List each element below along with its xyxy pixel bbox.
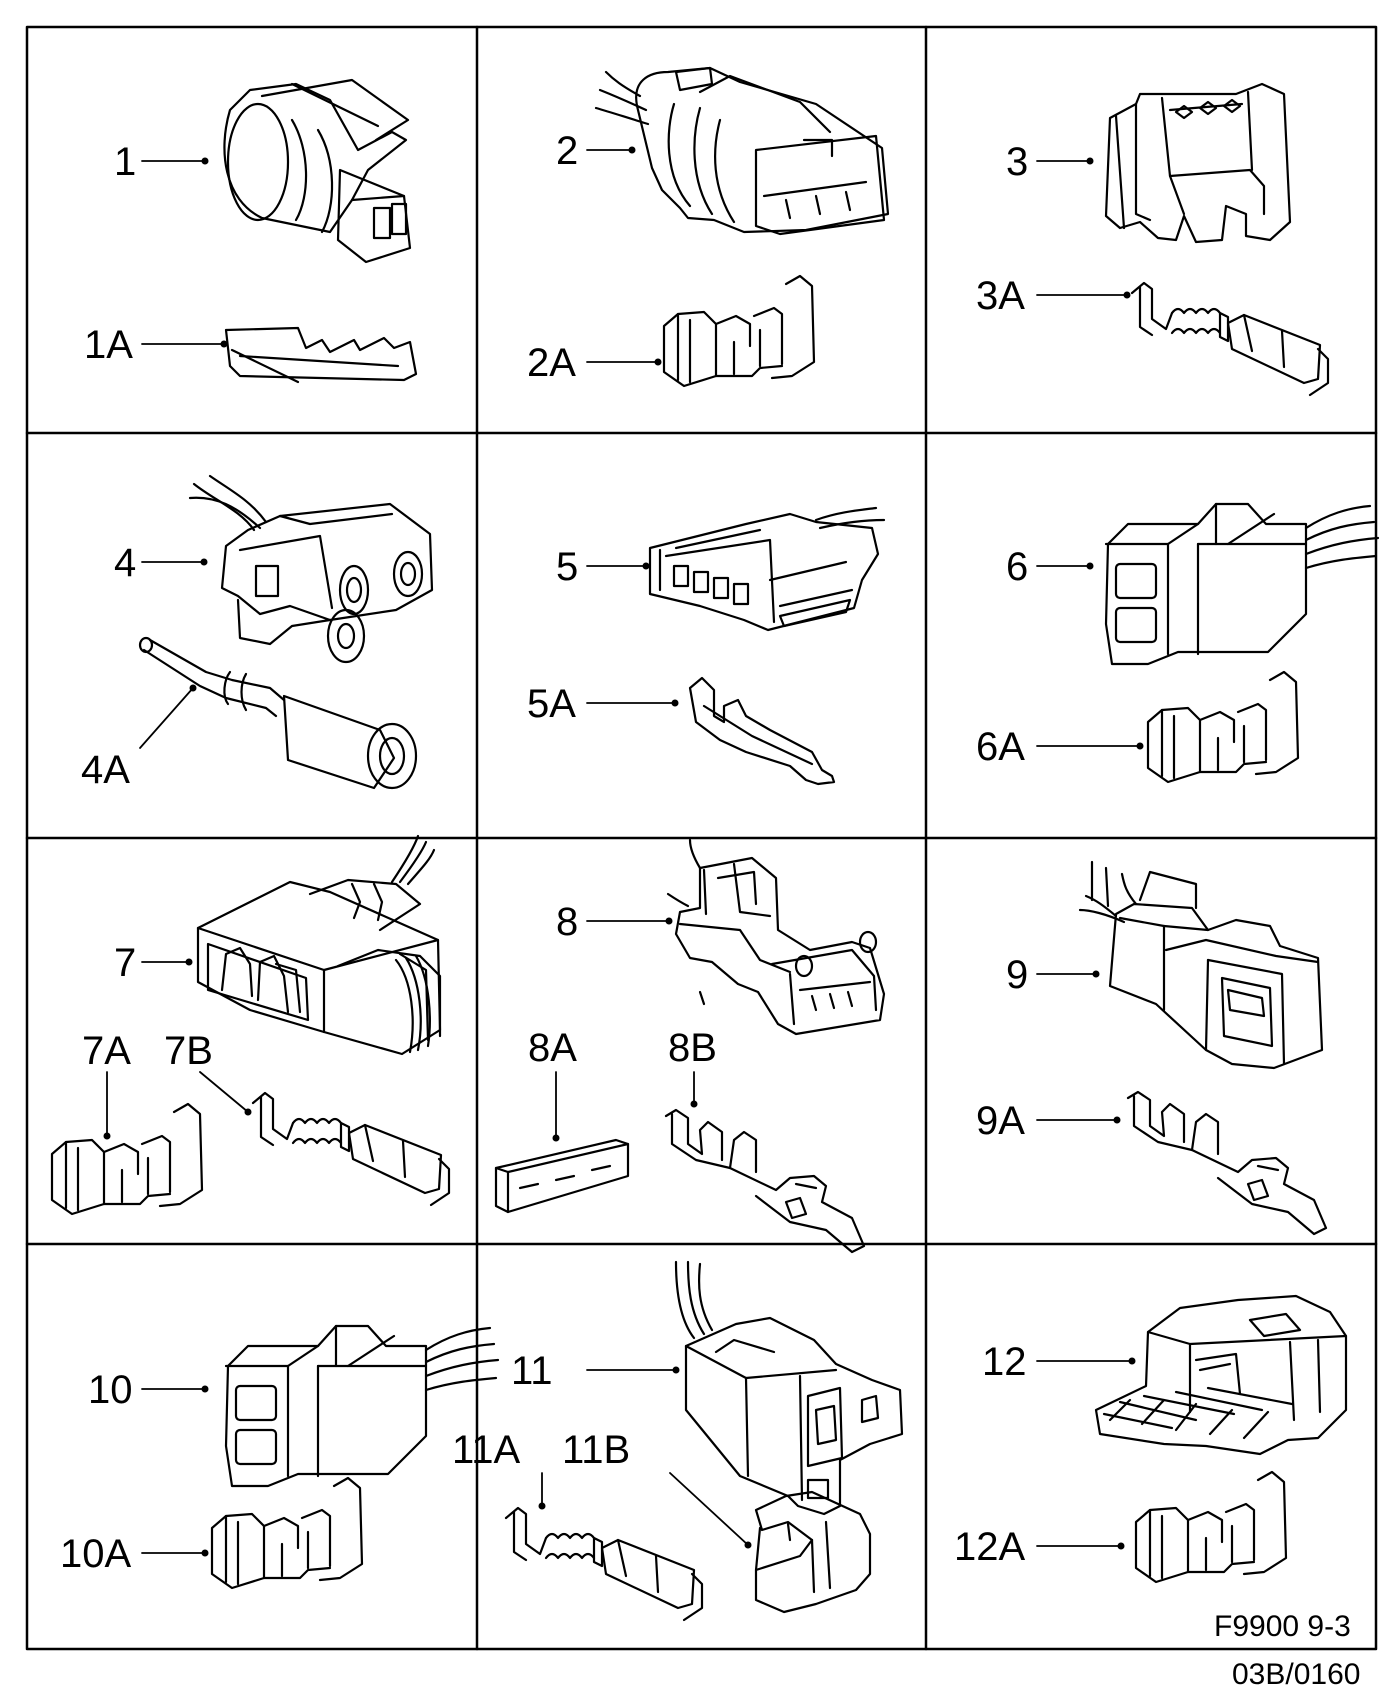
label-12a: 12A (954, 1525, 1026, 1569)
crimp-terminal-icon (662, 274, 816, 388)
pin-terminal-icon (138, 636, 418, 790)
label-5: 5 (556, 545, 579, 589)
label-7b: 7B (164, 1029, 213, 1073)
label-8b: 8B (668, 1026, 717, 1070)
label-10a: 10A (60, 1532, 132, 1576)
flanged-connector-icon (674, 1260, 904, 1516)
blade-terminal-icon (688, 676, 836, 786)
crimp-terminal-icon (1146, 670, 1300, 784)
label-1: 1 (114, 140, 137, 184)
screw-connector-icon (188, 474, 434, 664)
spring-terminal-icon (251, 1091, 451, 1207)
label-8: 8 (556, 900, 579, 944)
latched-connector-icon (196, 834, 442, 1056)
leader-dots (103, 146, 1144, 1557)
label-9: 9 (1006, 953, 1029, 997)
blade-terminal-icon (1126, 1090, 1328, 1236)
flat-terminal-icon (224, 326, 418, 384)
leader-lines (106, 149, 1141, 1554)
connector-housing-icon (1104, 82, 1292, 244)
round-connector-housing-icon (223, 78, 412, 264)
label-4: 4 (114, 541, 137, 585)
blade-terminal-icon (664, 1108, 866, 1254)
inline-connector-icon (666, 838, 886, 1036)
multi-pin-connector-icon (594, 66, 890, 236)
label-10: 10 (88, 1368, 133, 1412)
label-11a: 11A (452, 1428, 521, 1472)
crimp-terminal-icon (210, 1476, 364, 1590)
spring-terminal-icon (504, 1506, 704, 1622)
two-way-connector-icon (1104, 502, 1380, 666)
label-6a: 6A (976, 725, 1025, 769)
label-3a: 3A (976, 274, 1025, 318)
label-4a: 4A (81, 748, 130, 792)
label-3: 3 (1006, 140, 1029, 184)
label-11: 11 (511, 1349, 553, 1393)
crimp-terminal-icon (50, 1102, 204, 1216)
sheet-ref: 03B/0160 (1232, 1658, 1361, 1691)
crimp-terminal-icon (1134, 1470, 1288, 1584)
label-1a: 1A (84, 323, 133, 367)
grid-frame (25, 25, 1378, 1651)
label-12: 12 (982, 1340, 1027, 1384)
four-pin-connector-icon (648, 506, 886, 632)
label-7: 7 (114, 941, 137, 985)
secondary-lock-icon (494, 1138, 630, 1214)
square-connector-icon (1078, 860, 1324, 1070)
label-5a: 5A (527, 682, 576, 726)
label-7a: 7A (82, 1029, 131, 1073)
label-6: 6 (1006, 545, 1029, 589)
label-8a: 8A (528, 1026, 577, 1070)
label-2: 2 (556, 129, 579, 173)
lock-clip-icon (754, 1490, 872, 1614)
label-11b: 11B (562, 1428, 631, 1472)
multi-row-connector-icon (1094, 1294, 1348, 1456)
label-2a: 2A (527, 341, 576, 385)
figure-code: F9900 9-3 (1214, 1610, 1351, 1643)
label-9a: 9A (976, 1099, 1025, 1143)
spring-terminal-icon (1130, 281, 1330, 397)
